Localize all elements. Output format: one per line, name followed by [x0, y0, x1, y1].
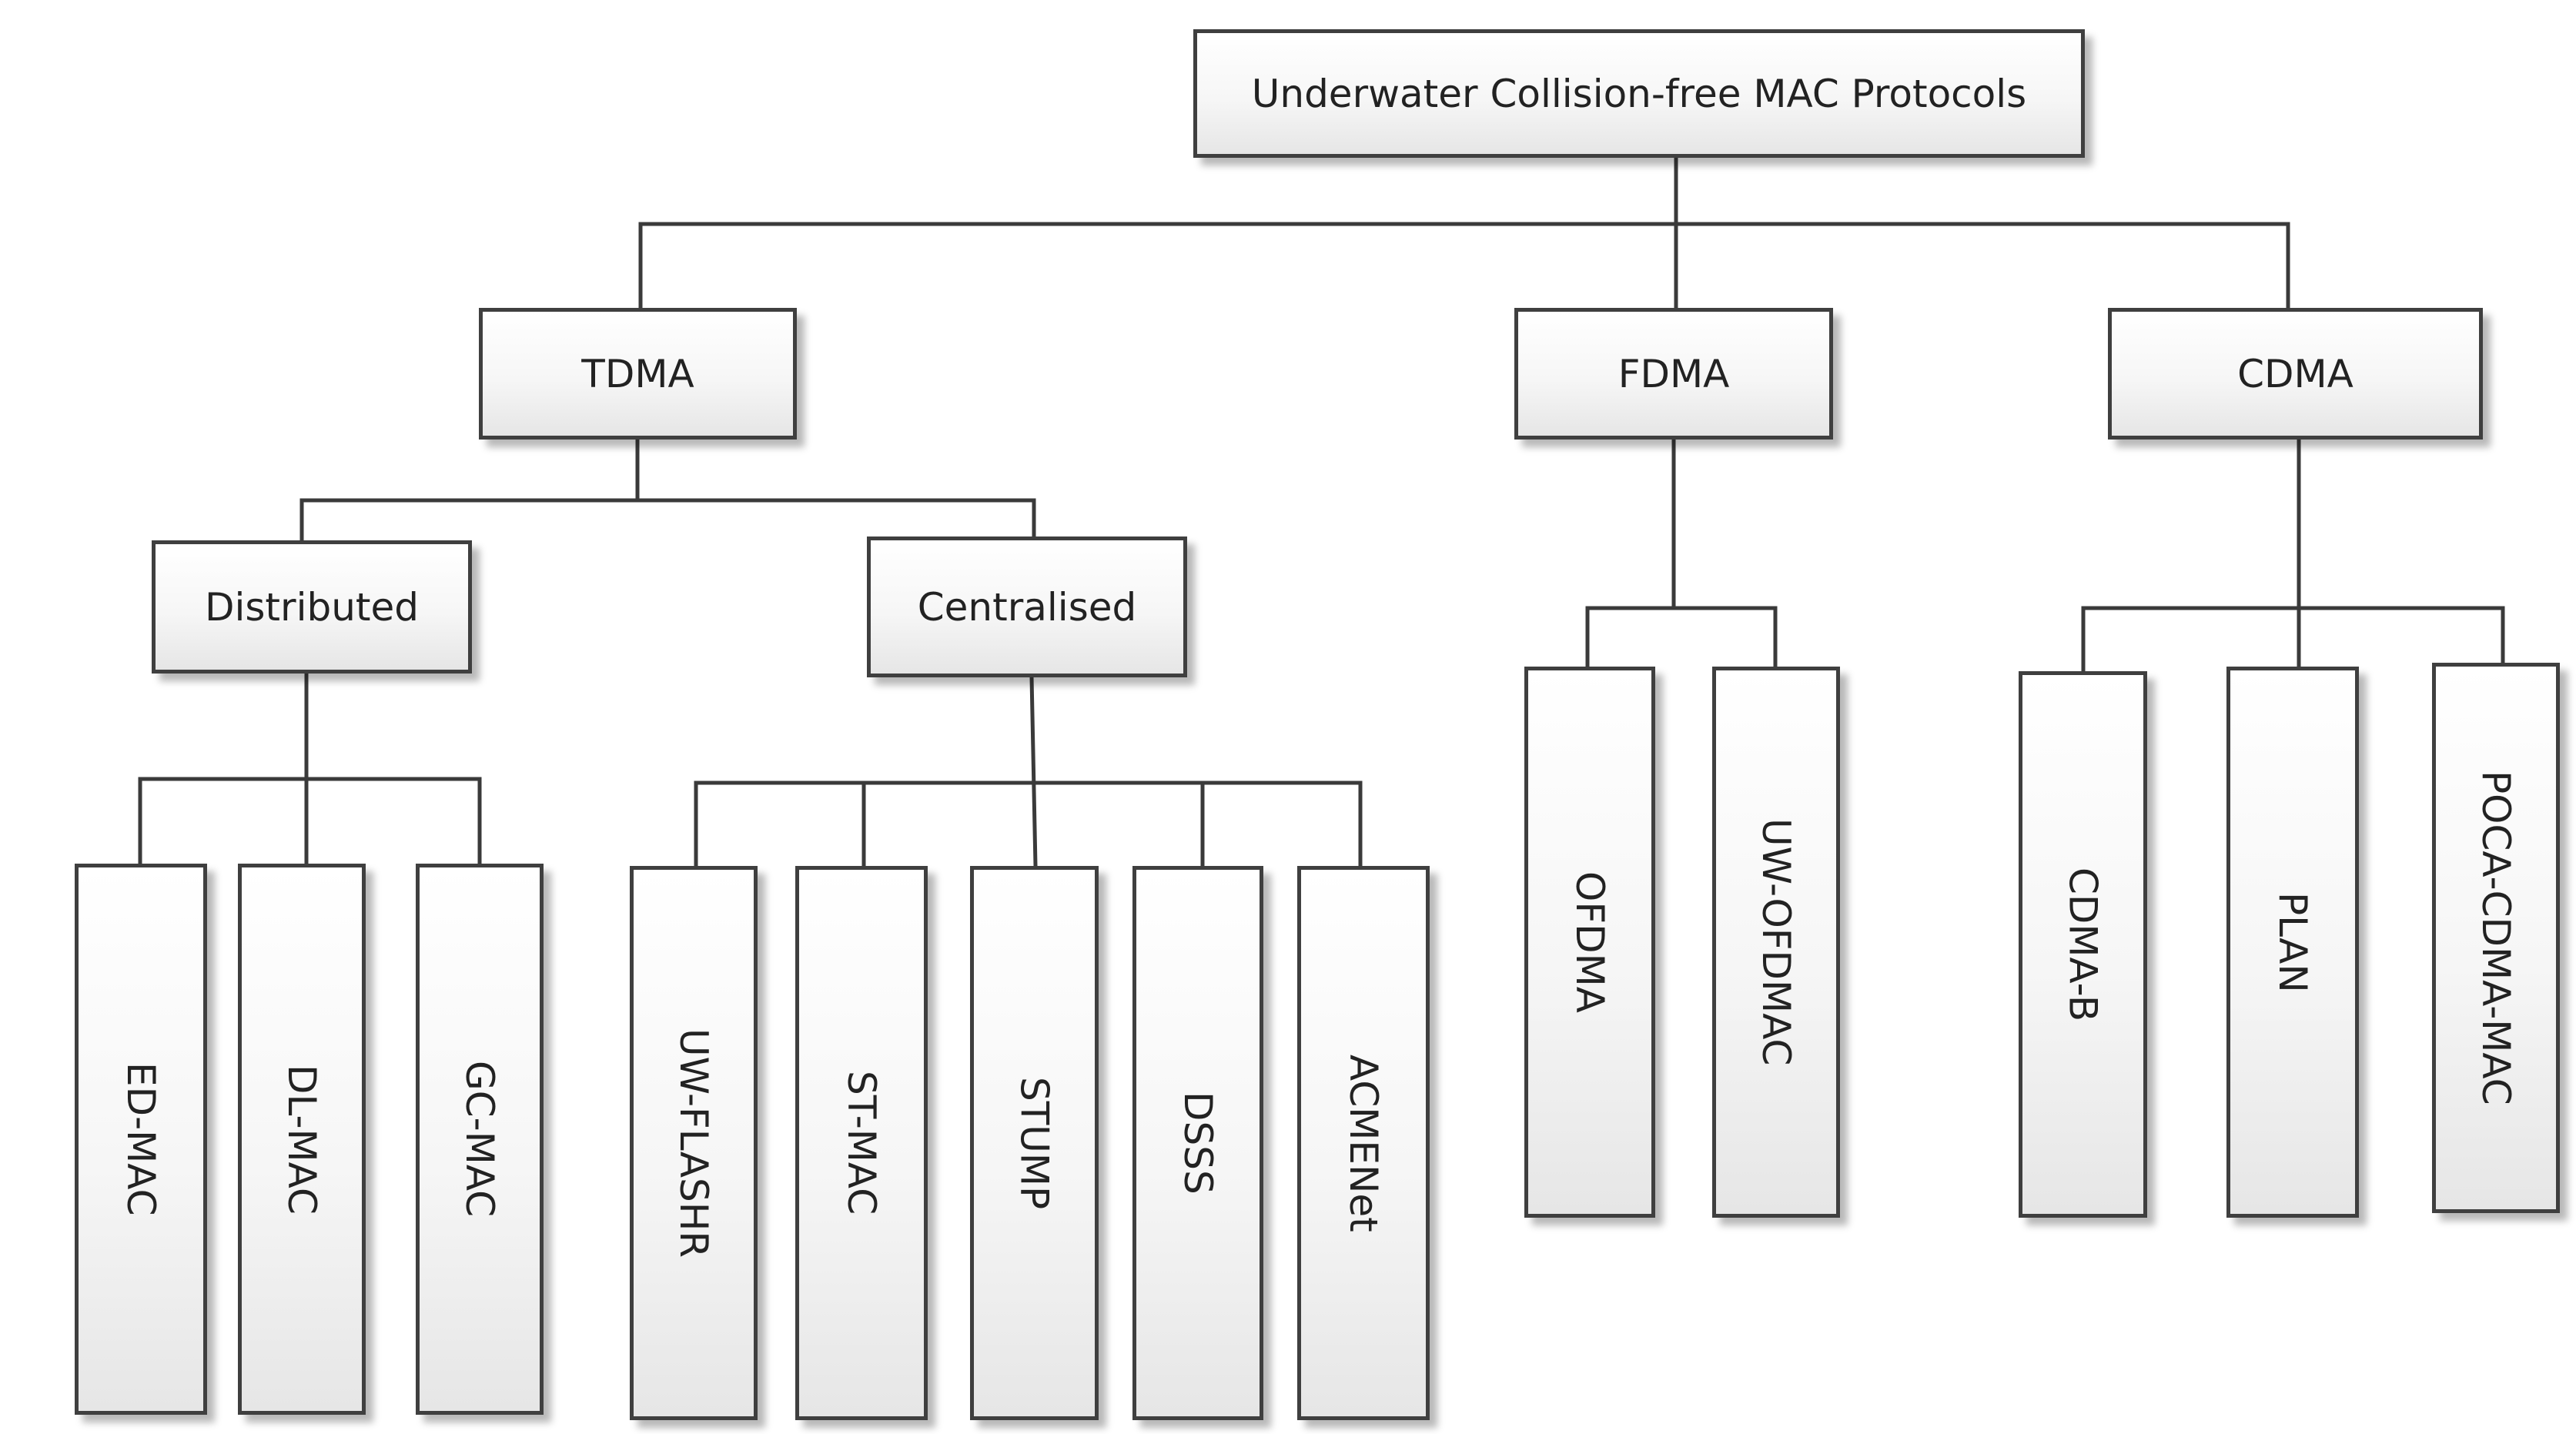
node-stump: STUMP	[970, 866, 1099, 1420]
node-acmenet-label: ACMENet	[1341, 1054, 1386, 1232]
node-st-mac: ST-MAC	[795, 866, 928, 1420]
node-dsss-label: DSSS	[1176, 1091, 1220, 1195]
connector-centralised-down	[1029, 675, 1038, 868]
node-uw-flashr-label: UW-FLASHR	[671, 1028, 716, 1259]
node-plan: PLAN	[2226, 667, 2359, 1218]
node-tdma-label: TDMA	[581, 351, 694, 396]
node-uw-flashr: UW-FLASHR	[630, 866, 758, 1420]
node-uw-ofdmac: UW-OFDMAC	[1712, 667, 1840, 1218]
node-dl-mac-label: DL-MAC	[279, 1064, 324, 1215]
node-ed-mac: ED-MAC	[75, 864, 207, 1415]
node-dsss: DSSS	[1132, 866, 1263, 1420]
node-uw-ofdmac-label: UW-OFDMAC	[1754, 818, 1798, 1066]
node-centralised-label: Centralised	[917, 584, 1137, 630]
node-ofdma-label: OFDMA	[1567, 871, 1612, 1013]
node-cdma-label: CDMA	[2237, 351, 2354, 396]
node-distributed: Distributed	[152, 540, 472, 674]
node-root-label: Underwater Collision-free MAC Protocols	[1251, 71, 2027, 116]
node-cdma-b: CDMA-B	[2019, 671, 2147, 1218]
node-distributed-label: Distributed	[204, 584, 420, 630]
node-poca-cdma-mac: POCA-CDMA-MAC	[2432, 663, 2560, 1213]
node-centralised: Centralised	[867, 536, 1187, 677]
node-st-mac-label: ST-MAC	[839, 1071, 884, 1215]
node-ed-mac-label: ED-MAC	[119, 1062, 163, 1216]
node-gc-mac-label: GC-MAC	[457, 1061, 502, 1218]
node-fdma-label: FDMA	[1618, 351, 1730, 396]
node-cdma-b-label: CDMA-B	[2060, 867, 2106, 1022]
node-acmenet: ACMENet	[1297, 866, 1430, 1420]
node-gc-mac: GC-MAC	[416, 864, 544, 1415]
node-tdma: TDMA	[479, 308, 797, 440]
node-plan-label: PLAN	[2270, 891, 2315, 993]
node-stump-label: STUMP	[1012, 1076, 1057, 1210]
node-cdma: CDMA	[2108, 308, 2483, 440]
node-poca-cdma-mac-label: POCA-CDMA-MAC	[2474, 770, 2518, 1105]
node-ofdma: OFDMA	[1524, 667, 1655, 1218]
node-dl-mac: DL-MAC	[238, 864, 366, 1415]
node-fdma: FDMA	[1514, 308, 1833, 440]
node-root: Underwater Collision-free MAC Protocols	[1193, 29, 2085, 158]
